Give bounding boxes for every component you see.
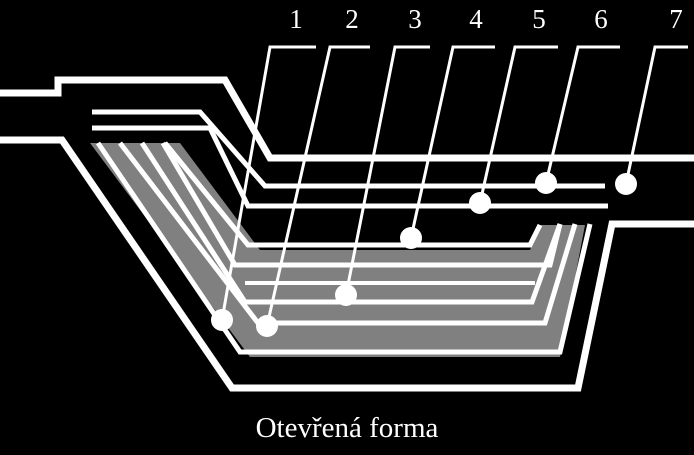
label-4: 4	[469, 4, 483, 34]
diagonal-strip-2	[118, 141, 578, 326]
layer-line-3	[163, 141, 543, 248]
leader-line-3	[344, 45, 430, 296]
leader-line-1	[220, 45, 316, 321]
leader-line-7	[624, 45, 688, 185]
marker-dot-6	[535, 172, 557, 194]
layer-line-1	[92, 109, 605, 189]
label-3: 3	[408, 4, 422, 34]
diagonal-strip-1	[95, 141, 593, 355]
bottom-die-outline	[0, 136, 694, 392]
label-7: 7	[669, 4, 683, 34]
marker-dot-7	[615, 173, 637, 195]
diagram-caption: Otevřená forma	[255, 412, 439, 444]
leader-line-4	[409, 45, 495, 239]
diagonal-strip-4	[160, 141, 563, 268]
marker-dot-5	[469, 192, 491, 214]
leader-line-5	[478, 45, 558, 204]
marker-dot-2	[256, 315, 278, 337]
label-1: 1	[289, 4, 303, 34]
leader-line-6	[544, 45, 620, 184]
label-5: 5	[532, 4, 546, 34]
top-die-outline	[0, 76, 694, 162]
marker-dot-4	[400, 227, 422, 249]
layer-line-2	[92, 125, 608, 209]
marker-dot-3	[335, 284, 357, 306]
label-6: 6	[594, 4, 608, 34]
leader-line-2	[265, 45, 370, 327]
label-2: 2	[345, 4, 359, 34]
marker-dot-1	[211, 309, 233, 331]
